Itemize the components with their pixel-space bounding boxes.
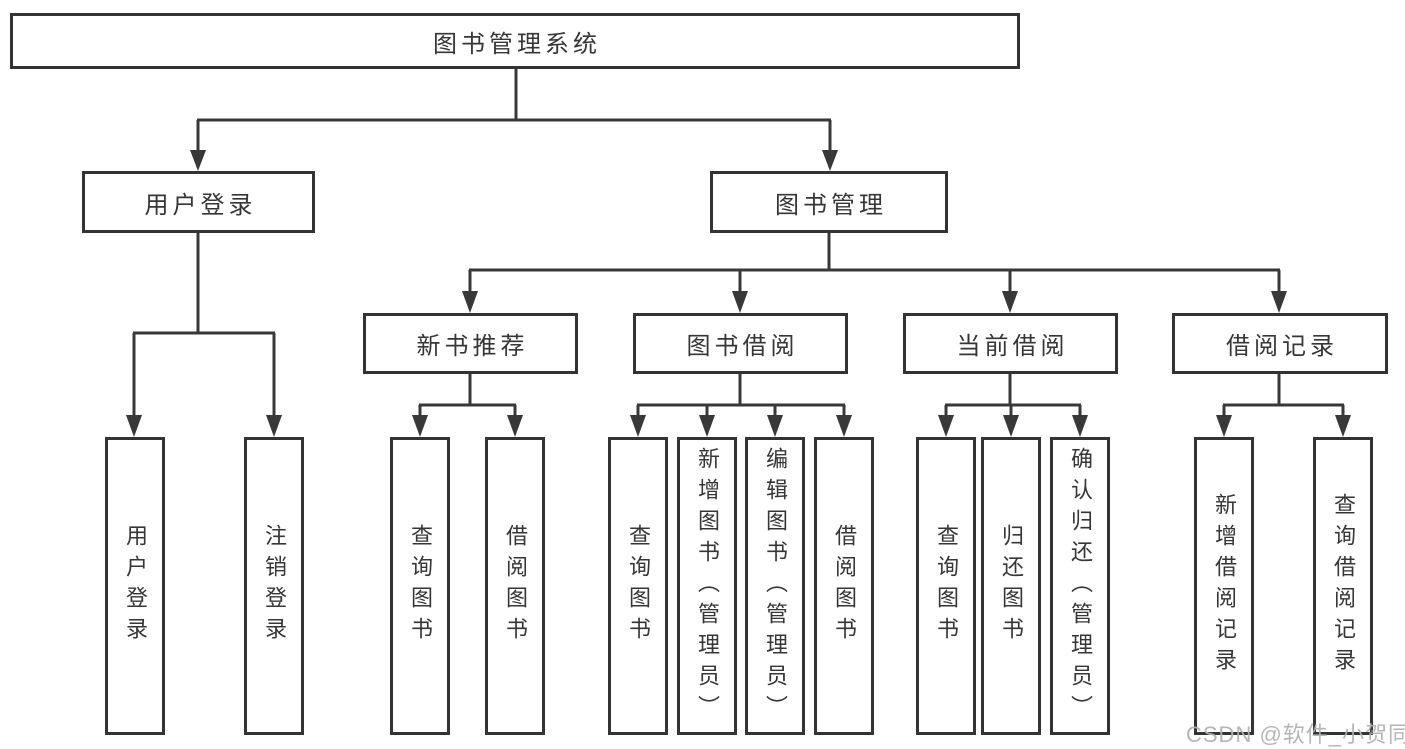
csdn-watermark: CSDN @软件_小贺同学 <box>1186 722 1405 747</box>
leaf-query-books-recommend: 查询图书 <box>390 437 450 735</box>
leaf-borrow-books: 借阅图书 <box>814 437 874 735</box>
node-user-login-group: 用户登录 <box>82 171 315 233</box>
leaf-borrow-books-recommend: 借阅图书 <box>485 437 545 735</box>
leaf-add-book-admin: 新增图书（管理员） <box>677 437 737 735</box>
node-book-borrow: 图书借阅 <box>633 313 848 374</box>
leaf-logout: 注销登录 <box>244 437 304 735</box>
leaf-edit-book-admin: 编辑图书（管理员） <box>745 437 805 735</box>
leaf-query-borrow-record: 查询借阅记录 <box>1313 437 1373 735</box>
leaf-return-book: 归还图书 <box>981 437 1041 735</box>
node-system-root: 图书管理系统 <box>10 13 1020 69</box>
leaf-query-books-borrow: 查询图书 <box>608 437 668 735</box>
node-new-book-recommend: 新书推荐 <box>363 313 578 374</box>
node-book-management: 图书管理 <box>710 171 948 233</box>
leaf-user-login: 用户登录 <box>105 437 165 735</box>
leaf-query-books-current: 查询图书 <box>916 437 976 735</box>
node-current-borrow: 当前借阅 <box>903 313 1118 374</box>
leaf-confirm-return-admin: 确认归还（管理员） <box>1050 437 1110 735</box>
leaf-add-borrow-record: 新增借阅记录 <box>1194 437 1254 735</box>
node-borrow-records: 借阅记录 <box>1172 313 1388 374</box>
